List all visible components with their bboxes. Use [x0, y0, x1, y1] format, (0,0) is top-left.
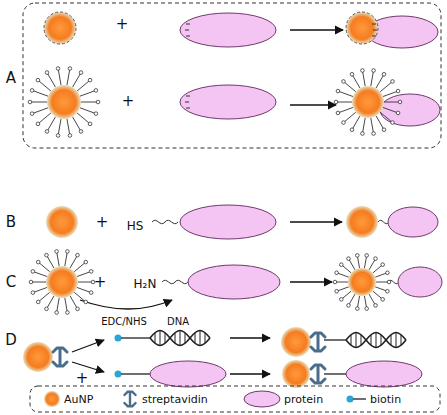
label: +	[94, 275, 107, 290]
label: +	[76, 371, 89, 386]
ligand-nanoparticle	[28, 67, 100, 138]
legend-text: biotin	[370, 394, 401, 405]
ligand-nanoparticle	[333, 254, 391, 311]
legend-text: AuNP	[64, 394, 93, 405]
label: A	[6, 71, 16, 86]
label: D	[5, 333, 17, 348]
label: DNA	[167, 317, 189, 327]
label: H₂N	[134, 278, 157, 290]
label: +	[116, 17, 129, 32]
ligand-nanoparticle	[334, 69, 402, 136]
label: HS	[127, 220, 144, 232]
ligand-nanoparticle	[29, 250, 95, 315]
legend-text: streptavidin	[142, 394, 208, 405]
label: C	[6, 275, 16, 290]
label: +	[122, 94, 135, 109]
legend-text: protein	[284, 394, 323, 405]
label: EDC/NHS	[101, 317, 147, 327]
label: B	[6, 215, 16, 230]
label: +	[96, 215, 109, 230]
